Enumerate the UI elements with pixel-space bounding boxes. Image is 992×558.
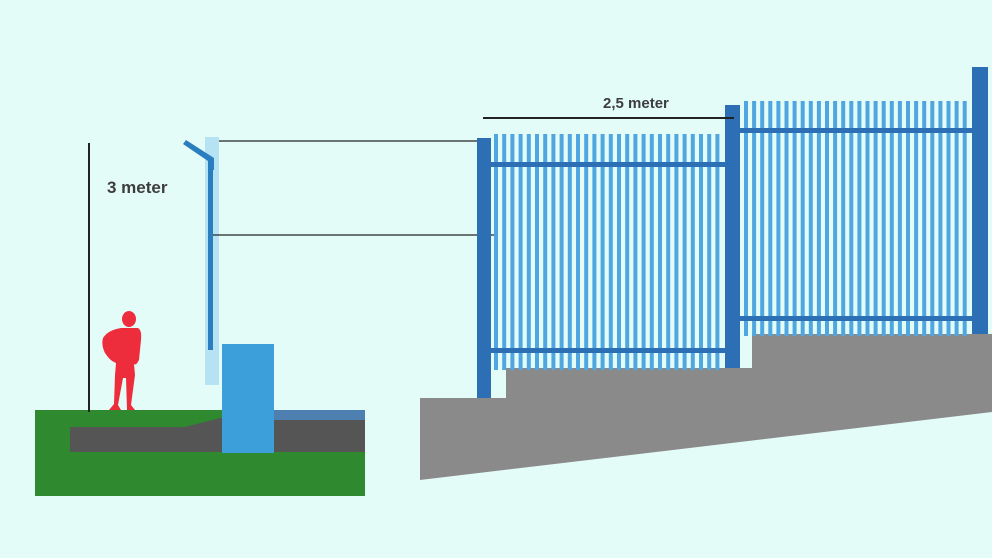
fence-bar-left-7 [551,134,556,370]
fence-bar-left-1 [502,134,507,370]
fence-bar-left-19 [649,134,654,370]
fence-bar-left-0 [494,134,498,370]
fence-bar-left-25 [699,134,703,370]
fence-post-1 [477,138,491,398]
front-view: 2,5 meter [420,67,992,480]
fence-bar-right-18 [889,101,894,336]
fence-bar-right-26 [954,101,959,336]
fence-bar-right-21 [914,101,919,336]
fence-bar-right-1 [752,101,757,336]
fence-profile-top-bend [183,140,214,170]
fence-bar-right-3 [768,101,773,336]
fence-bar-left-26 [707,134,712,370]
fence-bar-right-2 [760,101,765,336]
fence-profile-bar [208,165,213,350]
road-surface [70,418,365,452]
fence-bar-left-23 [682,134,687,370]
fence-bar-right-24 [938,101,943,336]
fence-bars-right [744,101,967,336]
fence-bar-right-5 [784,101,789,336]
fence-post-2 [725,105,740,368]
fence-bar-left-2 [510,134,515,370]
road-edge [272,410,365,420]
fence-bar-left-16 [625,134,630,370]
fence-bar-left-11 [584,134,589,370]
fence-bar-right-19 [897,101,902,336]
height-label: 3 meter [107,178,168,197]
spacing-label: 2,5 meter [603,95,669,112]
fence-bar-left-12 [592,134,597,370]
fence-bar-right-9 [816,101,821,336]
fence-bar-right-14 [857,101,862,336]
fence-bar-left-9 [567,134,572,370]
fence-bar-left-15 [617,134,621,370]
person-icon [102,311,142,410]
fence-bar-right-12 [841,101,846,336]
fence-bar-left-21 [666,134,671,370]
fence-bar-left-6 [543,134,548,370]
fence-bar-left-5 [535,134,539,370]
fence-bar-left-20 [658,134,662,370]
fence-bar-right-25 [946,101,951,336]
concrete-base [420,334,992,480]
fence-bar-right-27 [962,101,967,336]
foundation-block [222,344,274,453]
fence-bar-right-4 [776,101,781,336]
fence-bar-right-10 [825,101,829,336]
fence-bar-right-8 [808,101,813,336]
rail-left-bottom [489,348,727,353]
fence-bar-right-11 [833,101,838,336]
fence-bar-left-24 [690,134,695,370]
fence-post-3 [972,67,988,334]
fence-bar-left-27 [715,134,720,370]
side-view: 3 meter [35,137,498,496]
fence-bar-left-22 [674,134,679,370]
fence-bar-right-0 [744,101,748,336]
fence-bar-right-20 [906,101,910,336]
fence-bar-right-6 [792,101,797,336]
fence-bar-left-3 [518,134,523,370]
fence-bar-right-16 [873,101,878,336]
rail-right-bottom [738,316,974,321]
rail-left-top [489,162,727,167]
fence-bar-right-22 [922,101,927,336]
rail-right-top [738,128,974,133]
fence-bar-left-18 [641,134,646,370]
fence-bar-right-15 [865,101,870,336]
fence-bar-right-7 [800,101,805,336]
fence-bar-left-14 [608,134,613,370]
fence-bar-right-23 [930,101,935,336]
fence-bar-left-8 [559,134,564,370]
fence-bar-left-13 [600,134,605,370]
fence-bar-left-10 [576,134,580,370]
fence-bar-right-17 [881,101,886,336]
fence-bar-left-17 [633,134,638,370]
fence-bar-left-4 [526,134,531,370]
fence-bars-left [494,134,720,370]
fence-bar-right-13 [849,101,854,336]
